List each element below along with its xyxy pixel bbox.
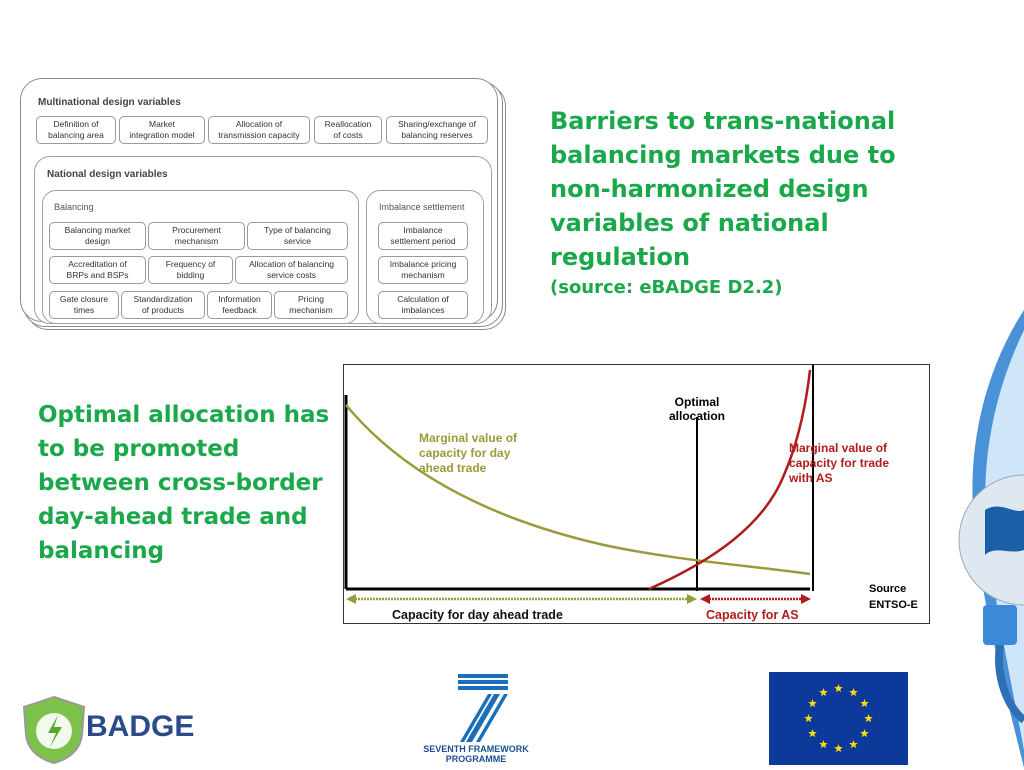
allocation-chart: Optimal allocation Marginal value of cap…: [343, 364, 930, 624]
eu-star-icon: [864, 714, 873, 723]
day-ahead-value-label: Marginal value of capacity for day ahead…: [419, 431, 518, 475]
imbalance-title: Imbalance settlement: [379, 202, 465, 212]
national-title: National design variables: [47, 169, 168, 180]
x-label-as: Capacity for AS: [706, 608, 799, 622]
balancing-title: Balancing: [54, 202, 94, 212]
barriers-source: (source: eBADGE D2.2): [550, 277, 783, 298]
imbalance-item: Imbalance settlement period: [378, 222, 468, 250]
mn-item: Reallocation of costs: [314, 116, 382, 144]
balancing-item: Type of balancing service: [247, 222, 348, 250]
as-curve: [648, 369, 812, 591]
balancing-item: Frequency of bidding: [148, 256, 233, 284]
eu-star-icon: [808, 699, 817, 708]
globe-decoration: [958, 310, 1024, 768]
chart-source: Source ENTSO-E: [869, 583, 918, 611]
fp7-text: SEVENTH FRAMEWORK PROGRAMME: [423, 744, 529, 764]
cable-plug: [983, 605, 1017, 645]
eu-star-icon: [808, 729, 817, 738]
as-arrowhead-left: [700, 594, 710, 604]
globe-continent: [985, 506, 1024, 555]
eu-flag: [769, 672, 908, 765]
optimal-allocation-text: Optimal allocation has to be promoted be…: [38, 402, 330, 564]
as-arrowhead-right: [801, 594, 811, 604]
balancing-item: Gate closure times: [49, 291, 119, 319]
ebadge-shield-icon: [22, 695, 86, 765]
balancing-item: Balancing market design: [49, 222, 146, 250]
badge-text: BADGE: [86, 710, 195, 743]
mn-item: Allocation of transmission capacity: [208, 116, 310, 144]
fp7-seven-icon: [458, 674, 508, 742]
as-value-label: Marginal value of capacity for trade wit…: [789, 441, 890, 485]
mn-item: Sharing/exchange of balancing reserves: [386, 116, 488, 144]
balancing-item: Procurement mechanism: [148, 222, 245, 250]
day-ahead-arrowhead-right: [687, 594, 697, 604]
eu-star-icon: [860, 699, 869, 708]
x-label-day-ahead: Capacity for day ahead trade: [392, 608, 563, 622]
eu-star-icon: [819, 739, 828, 749]
mn-item: Market integration model: [119, 116, 205, 144]
balancing-item: Allocation of balancing service costs: [235, 256, 348, 284]
day-ahead-arrowhead-left: [346, 594, 356, 604]
eu-stars-icon: [804, 684, 873, 753]
balancing-item: Information feedback: [207, 291, 272, 319]
optimal-allocation-label: Optimal allocation: [668, 395, 725, 423]
imbalance-item: Calculation of imbalances: [378, 291, 468, 319]
eu-star-icon: [849, 688, 858, 697]
eu-star-icon: [860, 729, 869, 738]
multinational-title: Multinational design variables: [38, 97, 181, 108]
balancing-item: Accreditation of BRPs and BSPs: [49, 256, 146, 284]
barriers-heading: Barriers to trans-national balancing mar…: [550, 107, 896, 271]
eu-star-icon: [819, 688, 828, 697]
day-ahead-curve: [345, 404, 811, 576]
eu-star-icon: [834, 744, 843, 753]
balancing-item: Pricing mechanism: [274, 291, 348, 319]
mn-item: Definition of balancing area: [36, 116, 116, 144]
barriers-text: Barriers to trans-national balancing mar…: [550, 104, 900, 274]
allocation-chart-svg: [344, 365, 814, 604]
eu-star-icon: [849, 739, 858, 749]
eu-star-icon: [804, 714, 813, 723]
eu-star-icon: [834, 684, 843, 693]
cable: [995, 644, 1024, 724]
balancing-item: Standardization of products: [121, 291, 205, 319]
imbalance-item: Imbalance pricing mechanism: [378, 256, 468, 284]
